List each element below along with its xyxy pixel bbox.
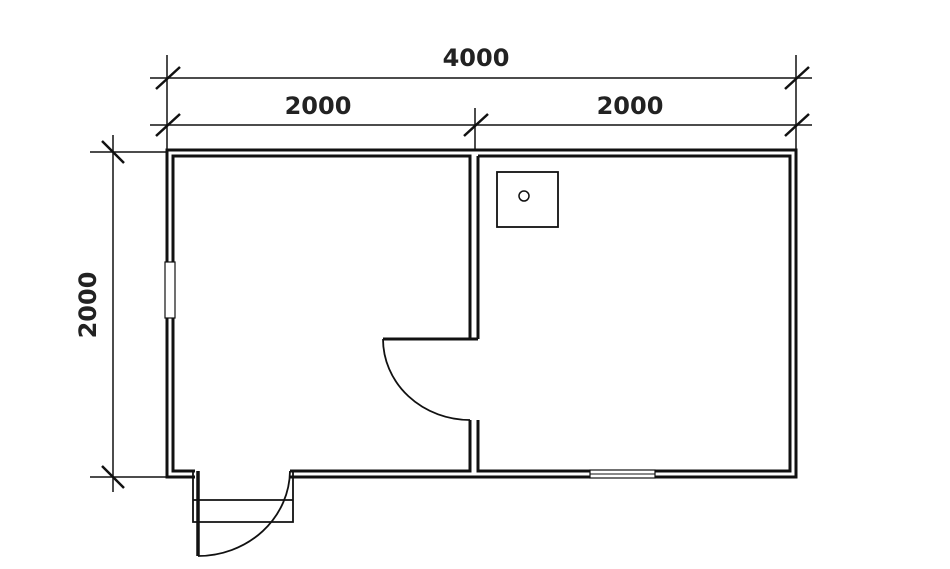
- dimension-right-room: 2000: [597, 92, 664, 120]
- dimension-total-width: 4000: [443, 44, 510, 72]
- sink-drain: [518, 190, 530, 202]
- window-left: [164, 261, 176, 319]
- sink: [496, 171, 559, 228]
- entrance-door-swing: [197, 470, 291, 557]
- interior-door-swing: [382, 338, 471, 421]
- entrance-steps: [192, 471, 294, 523]
- dimension-depth: 2000: [74, 272, 102, 339]
- outer-walls: [165, 148, 798, 479]
- dimension-left-room: 2000: [285, 92, 352, 120]
- dimension-lines: [90, 55, 812, 492]
